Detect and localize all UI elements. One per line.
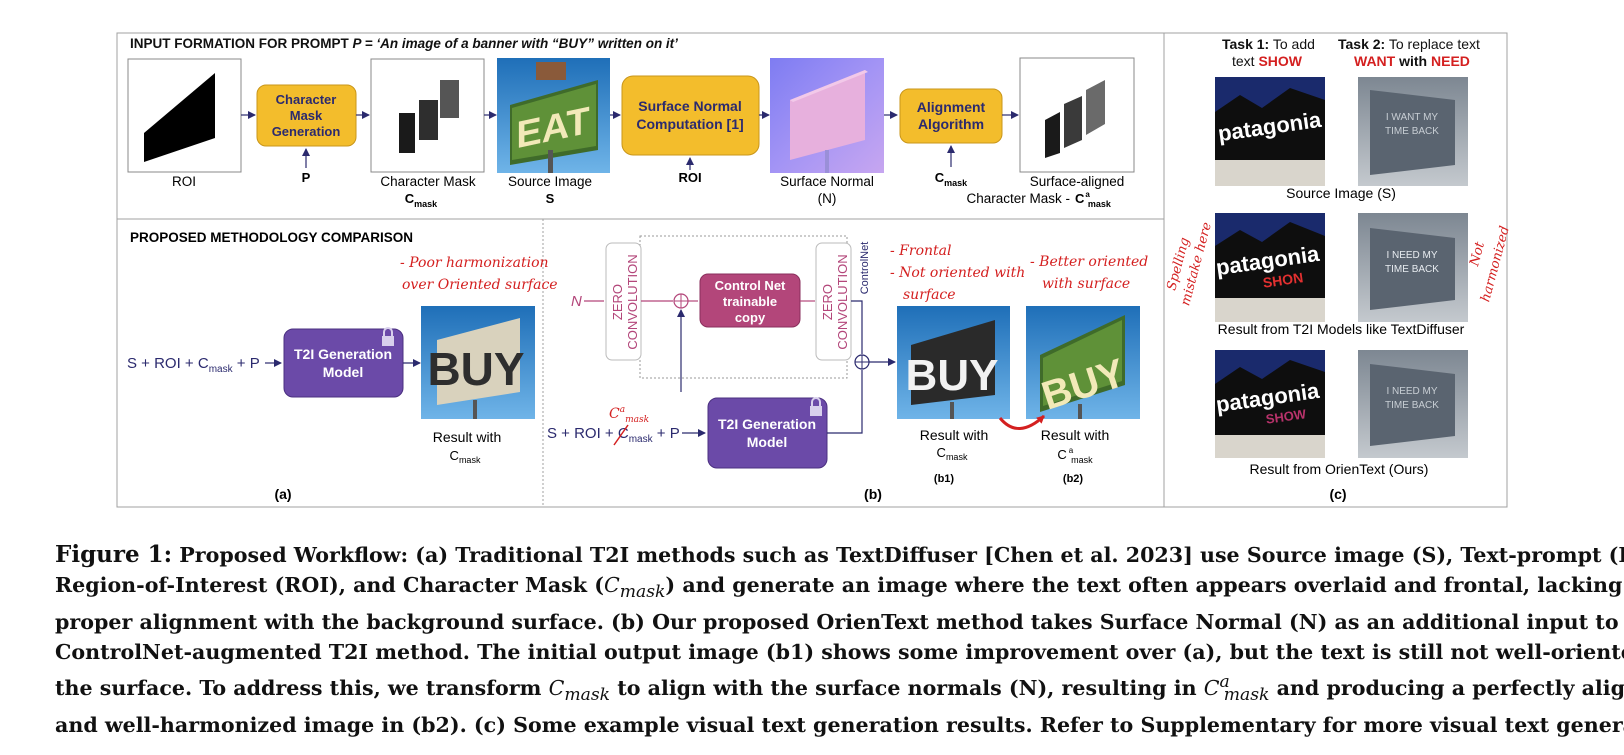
svg-text:trainable: trainable bbox=[723, 294, 777, 309]
improvement-arrow bbox=[998, 414, 1046, 430]
inputs-b: S + ROI + Cmask + P bbox=[547, 425, 680, 445]
p-input-label: P bbox=[302, 170, 311, 185]
svg-text:- Not oriented with: - Not oriented with bbox=[890, 265, 1025, 281]
surface-normal-image bbox=[770, 58, 884, 173]
n-input-label: N bbox=[571, 293, 582, 310]
svg-text:CONVOLUTION: CONVOLUTION bbox=[835, 254, 850, 349]
svg-text:Cmask: Cmask bbox=[450, 448, 481, 465]
svg-text:(b2): (b2) bbox=[1063, 473, 1084, 485]
svg-text:Generation: Generation bbox=[272, 124, 341, 139]
ca-mask-correction: Camask bbox=[609, 405, 649, 425]
figure-label: Figure 1: bbox=[55, 541, 173, 568]
billboard-t2i-image: I NEED MY TIME BACK bbox=[1358, 213, 1468, 322]
svg-text:(b1): (b1) bbox=[934, 473, 955, 485]
billboard-source-image: I WANT MY TIME BACK bbox=[1358, 77, 1468, 186]
svg-text:copy: copy bbox=[735, 310, 766, 325]
svg-text:Cmask: Cmask bbox=[935, 170, 968, 188]
row2-label: Result from T2I Models like TextDiffuser bbox=[1218, 321, 1465, 337]
svg-text:Model: Model bbox=[747, 434, 787, 450]
panel-label-b: (b) bbox=[864, 486, 882, 502]
svg-text:I NEED MY: I NEED MY bbox=[1386, 250, 1437, 261]
svg-text:SHOW: SHOW bbox=[1265, 406, 1308, 427]
svg-text:Not: Not bbox=[1467, 240, 1488, 269]
svg-text:Camask: Camask bbox=[1075, 190, 1112, 209]
svg-text:Result with: Result with bbox=[1041, 427, 1109, 443]
svg-text:over Oriented surface: over Oriented surface bbox=[402, 277, 558, 293]
svg-text:BUY: BUY bbox=[427, 343, 524, 395]
svg-text:TIME BACK: TIME BACK bbox=[1385, 126, 1439, 137]
panel-label-a: (a) bbox=[274, 486, 291, 502]
svg-text:CONVOLUTION: CONVOLUTION bbox=[625, 254, 640, 349]
annotation-b1: - Frontal bbox=[890, 243, 951, 259]
result-image-b1: BUY bbox=[897, 306, 1010, 419]
svg-text:Cmask: Cmask bbox=[405, 191, 438, 209]
svg-text:Computation [1]: Computation [1] bbox=[636, 116, 743, 132]
lock-icon bbox=[810, 397, 822, 416]
svg-text:Surface Normal: Surface Normal bbox=[780, 174, 874, 189]
svg-text:Control Net: Control Net bbox=[715, 278, 786, 293]
patagonia-source-image: patagonia bbox=[1215, 77, 1325, 186]
patagonia-orientext-image: patagonia SHOW bbox=[1214, 350, 1325, 458]
svg-text:with surface: with surface bbox=[1042, 276, 1130, 292]
svg-text:T2I Generation: T2I Generation bbox=[294, 346, 392, 362]
comparison-heading: PROPOSED METHODOLOGY COMPARISON bbox=[130, 230, 413, 245]
svg-text:Camask: Camask bbox=[1057, 446, 1093, 465]
t2i-model-b bbox=[707, 397, 828, 469]
svg-text:Mask: Mask bbox=[290, 108, 323, 123]
row3-label: Result from OrienText (Ours) bbox=[1250, 461, 1429, 477]
svg-text:I NEED MY: I NEED MY bbox=[1386, 386, 1437, 397]
svg-text:S: S bbox=[546, 191, 555, 206]
source-image: EAT bbox=[497, 58, 610, 173]
svg-text:Alignment: Alignment bbox=[917, 99, 986, 115]
svg-text:Character Mask -: Character Mask - bbox=[966, 191, 1070, 206]
svg-text:Result with: Result with bbox=[920, 427, 988, 443]
svg-text:surface: surface bbox=[903, 287, 956, 303]
svg-text:Model: Model bbox=[323, 364, 363, 380]
alignment-algorithm-box bbox=[899, 88, 1003, 144]
result-image-b2: BUY bbox=[1026, 306, 1140, 419]
svg-text:Character Mask: Character Mask bbox=[380, 174, 476, 189]
svg-text:ZERO: ZERO bbox=[610, 284, 625, 320]
svg-text:BUY: BUY bbox=[906, 351, 999, 400]
svg-text:Surface Normal: Surface Normal bbox=[638, 98, 741, 114]
annotation-b2: - Better oriented bbox=[1030, 254, 1148, 270]
svg-text:Surface-aligned: Surface-aligned bbox=[1030, 174, 1125, 189]
row1-label: Source Image (S) bbox=[1286, 185, 1396, 201]
svg-text:harmonized: harmonized bbox=[1478, 225, 1513, 304]
svg-text:SHON: SHON bbox=[1262, 269, 1304, 290]
task2-header: Task 2: To replace text bbox=[1338, 36, 1480, 52]
svg-text:I WANT MY: I WANT MY bbox=[1386, 112, 1439, 123]
billboard-orientext-image: I NEED MY TIME BACK bbox=[1358, 350, 1468, 458]
svg-text:ROI: ROI bbox=[678, 170, 701, 185]
svg-text:Result with: Result with bbox=[433, 429, 501, 445]
svg-text:ControlNet: ControlNet bbox=[859, 242, 871, 295]
workflow-figure: INPUT FORMATION FOR PROMPT P = ‘An image… bbox=[116, 32, 1513, 508]
top-heading: INPUT FORMATION FOR PROMPT P = ‘An image… bbox=[130, 36, 678, 51]
lock-icon bbox=[382, 327, 394, 346]
inputs-a: S + ROI + Cmask + P bbox=[127, 355, 260, 375]
result-image-a: BUY bbox=[421, 306, 535, 419]
annotation-a: - Poor harmonization bbox=[400, 255, 549, 271]
panel-label-c: (c) bbox=[1329, 486, 1346, 502]
patagonia-t2i-image: patagonia SHON bbox=[1214, 213, 1325, 322]
svg-text:(N): (N) bbox=[818, 191, 837, 206]
svg-text:ZERO: ZERO bbox=[820, 284, 835, 320]
roi-label: ROI bbox=[172, 174, 196, 189]
svg-text:TIME BACK: TIME BACK bbox=[1385, 264, 1439, 275]
svg-text:Source Image: Source Image bbox=[508, 174, 592, 189]
svg-text:T2I Generation: T2I Generation bbox=[718, 416, 816, 432]
svg-text:WANT with NEED: WANT with NEED bbox=[1354, 53, 1470, 69]
svg-text:TIME BACK: TIME BACK bbox=[1385, 400, 1439, 411]
svg-text:Algorithm: Algorithm bbox=[918, 116, 984, 132]
svg-text:text SHOW: text SHOW bbox=[1232, 53, 1303, 69]
figure-caption: Figure 1: Proposed Workflow: (a) Traditi… bbox=[55, 541, 1624, 738]
task1-header: Task 1: To add bbox=[1222, 36, 1315, 52]
svg-text:Character: Character bbox=[276, 92, 337, 107]
figure-frame bbox=[116, 32, 1508, 508]
svg-text:Cmask: Cmask bbox=[937, 445, 968, 462]
